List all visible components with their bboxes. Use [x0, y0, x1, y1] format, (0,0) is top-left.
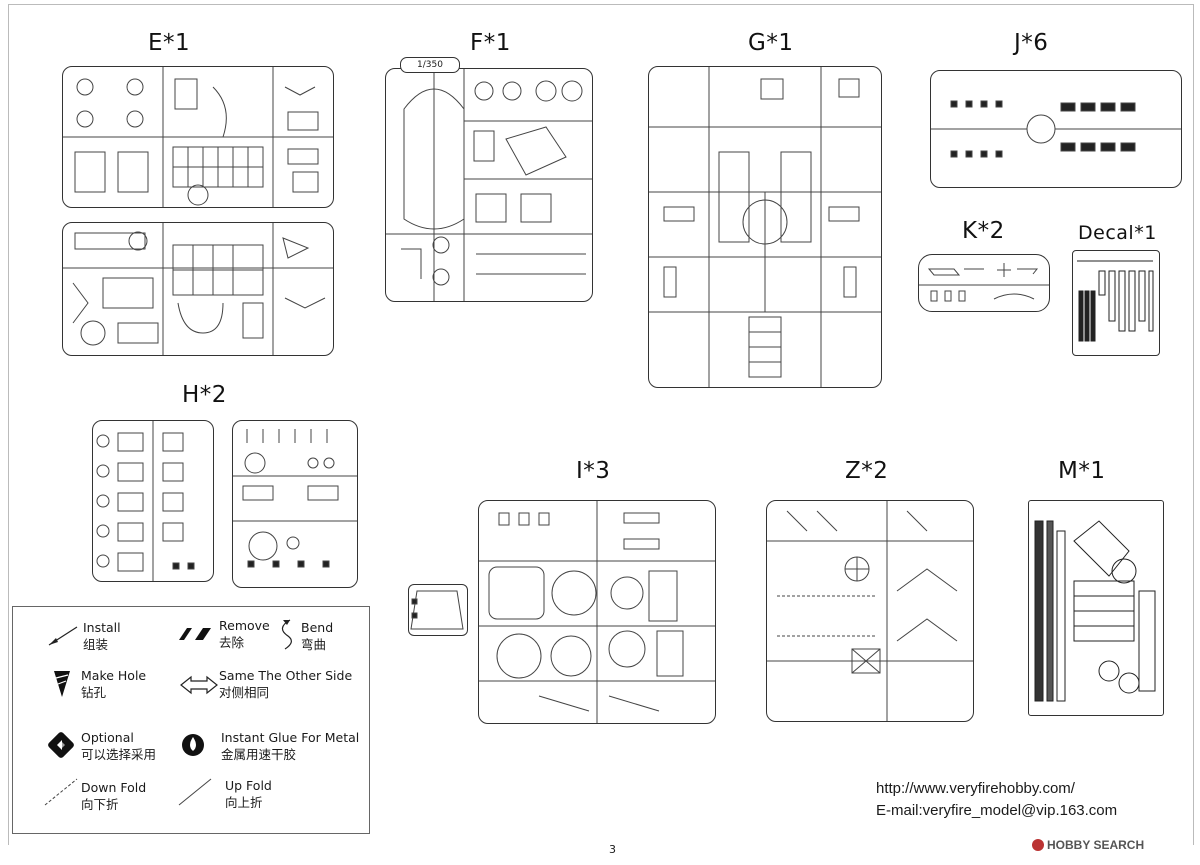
sprue-z — [766, 500, 974, 722]
sprue-label-h: H*2 — [182, 382, 227, 408]
sprue-label-f: F*1 — [470, 30, 511, 56]
sprue-label-g: G*1 — [748, 30, 794, 56]
sprue-k — [918, 254, 1050, 312]
decal-sheet — [1072, 250, 1160, 356]
page-number: 3 — [609, 843, 616, 856]
sprue-label-j: J*6 — [1014, 30, 1049, 56]
sprue-j-drawing — [931, 100, 1181, 158]
sprue-label-z: Z*2 — [845, 458, 889, 484]
contact-email[interactable]: E-mail:veryfire_model@vip.163.com — [876, 802, 1118, 819]
sprue-h-right-drawing — [233, 429, 357, 568]
sprue-i-extra-drawing — [410, 590, 464, 630]
double-arrow-icon — [180, 675, 218, 695]
sprue-h-right — [232, 420, 358, 588]
sprue-g — [648, 66, 882, 388]
glue-drop-icon — [182, 734, 204, 756]
legend-make-hole-en: Make Hole — [81, 668, 147, 683]
page-frame — [8, 4, 1194, 845]
sprue-j — [930, 70, 1182, 188]
legend-remove-zh: 去除 — [219, 635, 245, 650]
sprue-e-lower — [62, 222, 334, 356]
bend-icon — [281, 619, 292, 650]
legend-up-fold-zh: 向上折 — [225, 795, 263, 810]
legend-glue-en: Instant Glue For Metal — [221, 730, 360, 745]
sprue-i-drawing — [479, 501, 715, 723]
optional-icon — [48, 732, 74, 758]
watermark: HOBBY SEARCH — [1032, 838, 1144, 852]
symbol-legend: Install 组装 Remove 去除 Bend 弯曲 Make Hole 钻… — [12, 606, 370, 834]
legend-down-fold-en: Down Fold — [81, 780, 147, 795]
sprue-i-extra-part — [408, 584, 468, 636]
sprue-label-decal: Decal*1 — [1078, 222, 1157, 244]
sprue-f-drawing — [386, 69, 592, 301]
website-url[interactable]: http://www.veryfirehobby.com/ — [876, 780, 1075, 797]
sprue-i — [478, 500, 716, 724]
legend-remove: Remove 去除 — [219, 617, 270, 651]
legend-remove-en: Remove — [219, 618, 270, 633]
sprue-e-lower-drawing — [63, 223, 333, 355]
photo-etch-m-drawing — [1034, 520, 1156, 702]
sprue-k-drawing — [919, 263, 1049, 302]
legend-install: Install 组装 — [83, 619, 121, 653]
sprue-e-upper-drawing — [63, 67, 333, 207]
legend-up-fold-en: Up Fold — [225, 778, 272, 793]
sprue-f — [385, 68, 593, 302]
legend-optional-zh: 可以选择采用 — [81, 747, 157, 762]
legend-optional-en: Optional — [81, 730, 134, 745]
watermark-logo-icon — [1032, 839, 1044, 851]
up-fold-icon — [178, 778, 212, 806]
legend-bend: Bend 弯曲 — [301, 619, 333, 653]
legend-up-fold: Up Fold 向上折 — [225, 777, 272, 811]
legend-make-hole-zh: 钻孔 — [81, 685, 107, 700]
remove-icon — [179, 628, 211, 640]
sprue-f-scale-tag: 1/350 — [400, 57, 460, 73]
sprue-h-left-drawing — [96, 421, 195, 581]
drill-icon — [54, 671, 70, 697]
legend-install-en: Install — [83, 620, 121, 635]
legend-glue-zh: 金属用速干胶 — [221, 747, 297, 762]
sprue-label-k: K*2 — [962, 218, 1005, 244]
legend-make-hole: Make Hole 钻孔 — [81, 667, 146, 701]
legend-bend-en: Bend — [301, 620, 334, 635]
legend-same-other-side-en: Same The Other Side — [219, 668, 353, 683]
sprue-g-drawing — [649, 67, 881, 387]
legend-bend-zh: 弯曲 — [301, 637, 327, 652]
legend-glue: Instant Glue For Metal 金属用速干胶 — [221, 729, 359, 763]
legend-optional: Optional 可以选择采用 — [81, 729, 156, 763]
photo-etch-m — [1028, 500, 1164, 716]
sprue-label-m: M*1 — [1058, 458, 1106, 484]
down-fold-icon — [44, 778, 78, 806]
legend-same-other-side: Same The Other Side 对侧相同 — [219, 667, 352, 701]
legend-install-zh: 组装 — [83, 637, 109, 652]
legend-down-fold-zh: 向下折 — [81, 797, 119, 812]
install-icon — [48, 626, 78, 646]
legend-same-other-side-zh: 对侧相同 — [219, 685, 270, 700]
sprue-h-left — [92, 420, 214, 582]
sprue-z-drawing — [767, 501, 973, 721]
legend-down-fold: Down Fold 向下折 — [81, 779, 146, 813]
sprue-label-i: I*3 — [576, 458, 611, 484]
watermark-text: HOBBY SEARCH — [1047, 838, 1145, 852]
sprue-e-upper — [62, 66, 334, 208]
decal-sheet-drawing — [1077, 260, 1154, 342]
sprue-label-e: E*1 — [148, 30, 191, 56]
